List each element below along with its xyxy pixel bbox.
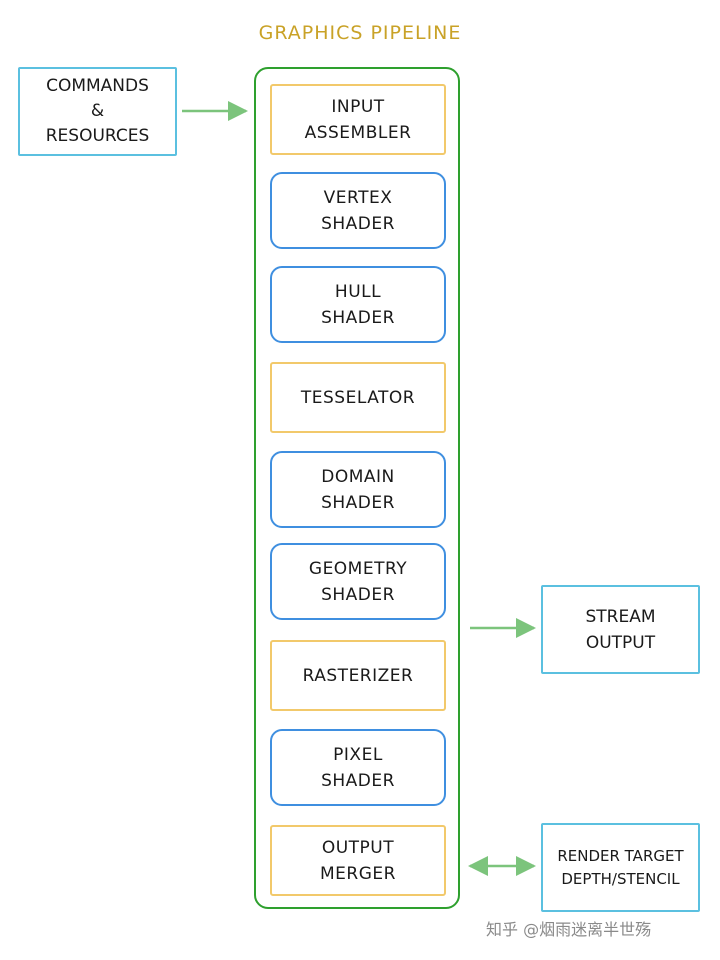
render-target-label: RENDER TARGET DEPTH/STENCIL <box>557 846 684 888</box>
stage-label: HULL SHADER <box>321 281 395 328</box>
stage-label: VERTEX SHADER <box>321 187 395 234</box>
diagram-title: GRAPHICS PIPELINE <box>258 22 462 44</box>
stage-label: DOMAIN SHADER <box>321 466 395 513</box>
stage-output-merger: OUTPUT MERGER <box>270 825 446 896</box>
pipeline-frame <box>254 67 460 909</box>
commands-resources-box: COMMANDS & RESOURCES <box>18 67 177 156</box>
stage-domain-shader: DOMAIN SHADER <box>270 451 446 528</box>
render-target-box: RENDER TARGET DEPTH/STENCIL <box>541 823 700 912</box>
watermark: 知乎 @烟雨迷离半世殇 <box>486 920 652 939</box>
stage-label: RASTERIZER <box>302 665 414 686</box>
commands-resources-label: COMMANDS & RESOURCES <box>45 76 150 146</box>
stage-label: TESSELATOR <box>300 387 416 408</box>
stage-vertex-shader: VERTEX SHADER <box>270 172 446 249</box>
stream-output-box: STREAM OUTPUT <box>541 585 700 674</box>
stream-output-label: STREAM OUTPUT <box>585 606 656 653</box>
stage-tesselator: TESSELATOR <box>270 362 446 433</box>
stage-label: OUTPUT MERGER <box>320 837 396 884</box>
stage-label: INPUT ASSEMBLER <box>304 96 412 143</box>
stage-geometry-shader: GEOMETRY SHADER <box>270 543 446 620</box>
stage-input-assembler: INPUT ASSEMBLER <box>270 84 446 155</box>
stage-rasterizer: RASTERIZER <box>270 640 446 711</box>
stage-pixel-shader: PIXEL SHADER <box>270 729 446 806</box>
stage-hull-shader: HULL SHADER <box>270 266 446 343</box>
stage-label: GEOMETRY SHADER <box>308 558 408 605</box>
stage-label: PIXEL SHADER <box>321 744 395 791</box>
